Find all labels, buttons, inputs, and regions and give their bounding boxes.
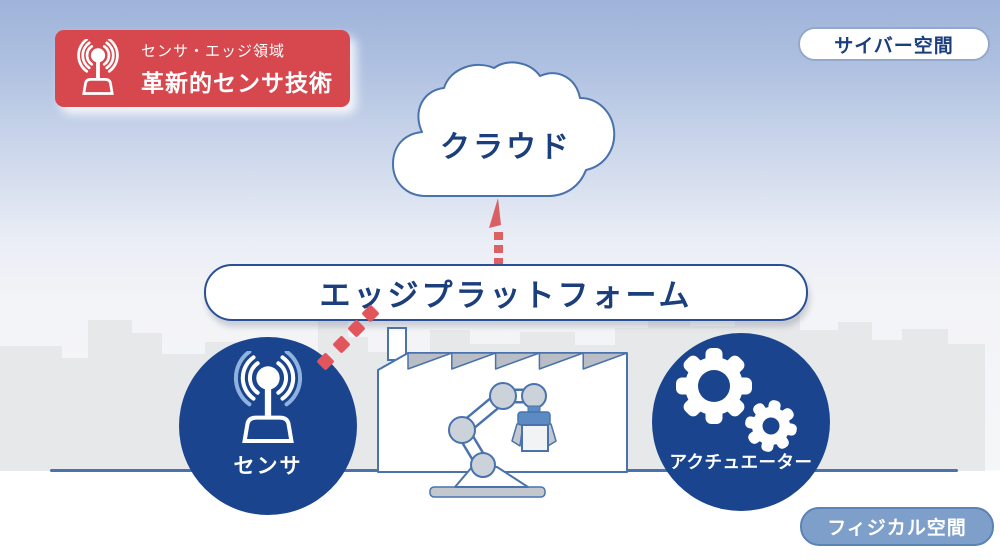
actuator-node: アクチュエーター — [652, 333, 830, 511]
badge-category: センサ・エッジ領域 — [141, 42, 286, 60]
physical-space-label: フィジカル空間 — [800, 507, 994, 546]
actuator-label: アクチュエーター — [669, 452, 813, 472]
upload-arrow — [489, 198, 503, 265]
program-badge: センサ・エッジ領域 革新的センサ技術 — [55, 30, 350, 107]
badge-sensor-icon — [77, 38, 119, 95]
cyber-space-label: サイバー空間 — [798, 27, 990, 61]
badge-title: 革新的センサ技術 — [141, 69, 333, 96]
factory-illustration — [377, 327, 628, 498]
gears-icon — [676, 348, 797, 452]
edge-platform-node: エッジプラットフォーム — [204, 264, 808, 321]
sensor-label: センサ — [233, 455, 303, 478]
sensor-icon — [233, 351, 303, 444]
cloud-label: クラウド — [440, 131, 572, 164]
sawtooth-roof — [407, 352, 628, 370]
cloud-shape — [392, 61, 616, 197]
robot-arm — [429, 382, 557, 498]
